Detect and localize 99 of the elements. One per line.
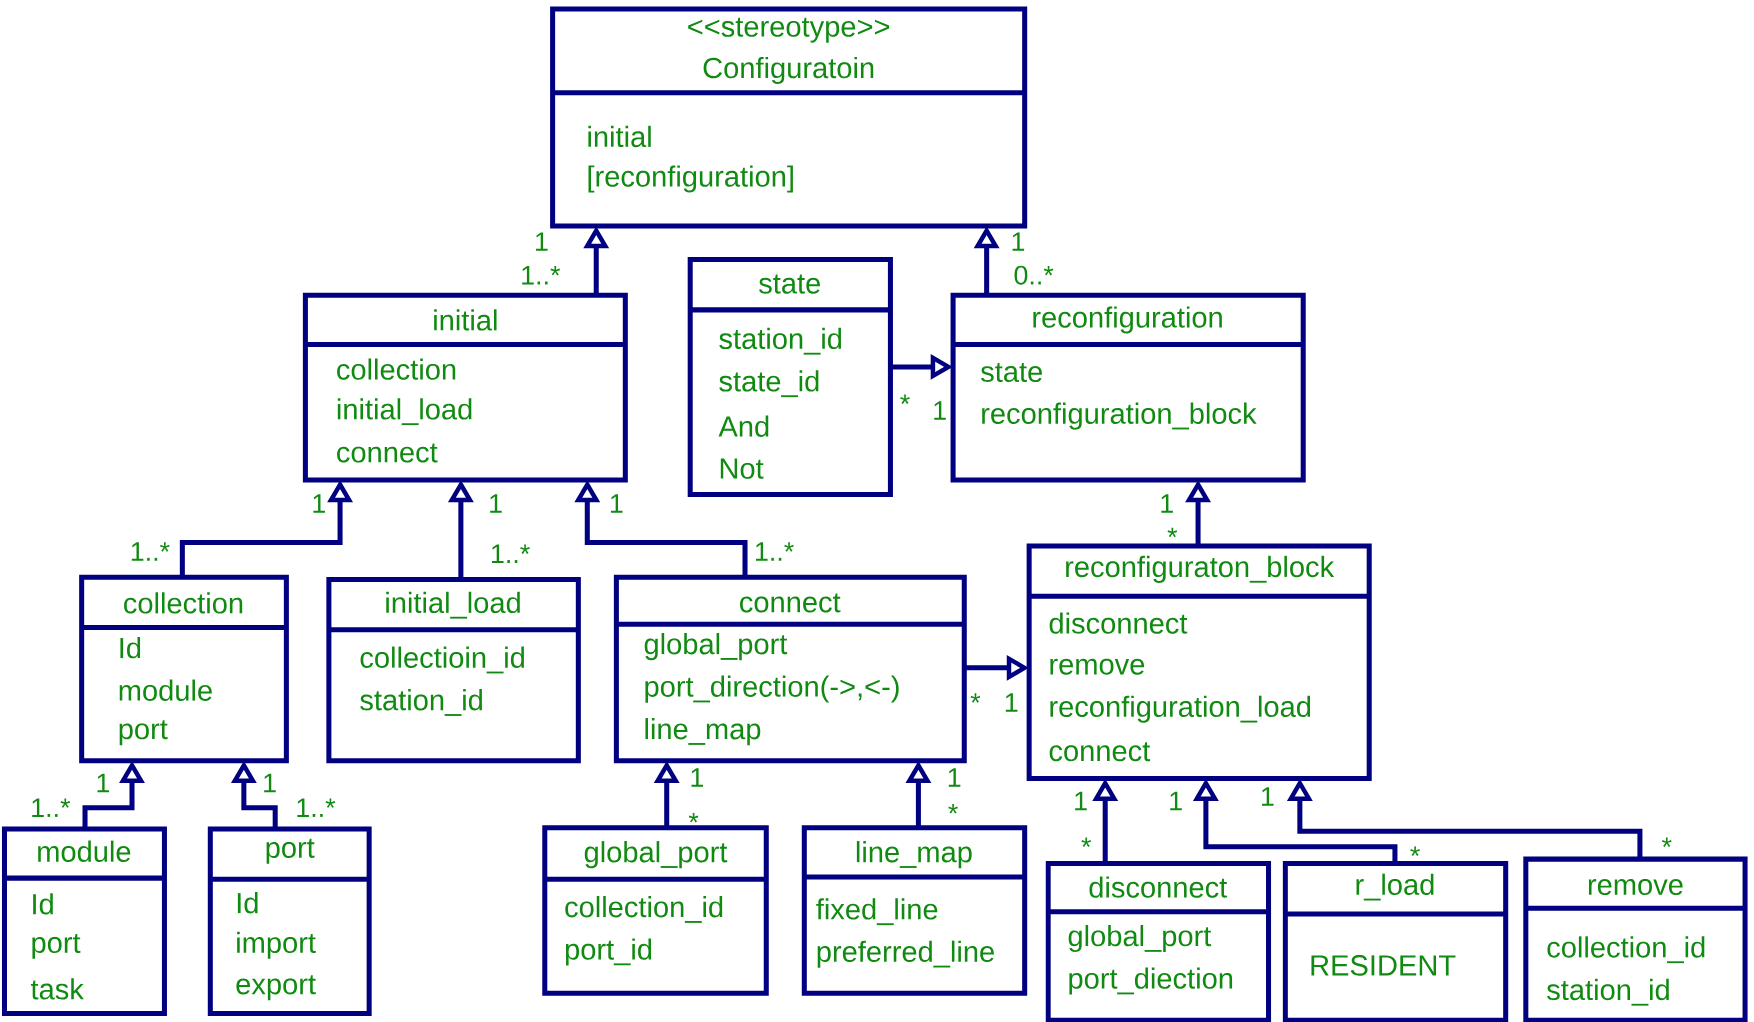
- multiplicity-label: 1: [1012, 232, 1025, 251]
- class-box: [542, 825, 769, 996]
- class-box: [613, 574, 967, 763]
- multiplicity-label: *: [1662, 837, 1672, 847]
- class-box: [801, 825, 1028, 996]
- attribute-text: station_id: [1547, 978, 1669, 1006]
- multiplicity-label: 1..*: [522, 265, 561, 285]
- class-box: [950, 292, 1306, 483]
- attribute-text: reconfiguration_load: [1050, 695, 1311, 723]
- class-name: r_load: [1356, 873, 1434, 901]
- attribute-text: Not: [720, 458, 764, 479]
- class-box: [687, 256, 893, 497]
- multiplicity-label: *: [900, 394, 910, 404]
- multiplicity-label: 1..*: [32, 798, 71, 817]
- attribute-text: port: [119, 720, 168, 745]
- attribute-text: initial: [588, 125, 651, 147]
- attribute-text: station_id: [719, 327, 842, 355]
- attribute-text: line_map: [645, 717, 761, 745]
- attribute-text: connect: [1049, 742, 1151, 762]
- multiplicity-label: *: [688, 812, 699, 823]
- class-box: [1523, 856, 1748, 1022]
- attribute-text: import: [237, 931, 316, 959]
- class-name: disconnect: [1089, 876, 1228, 898]
- attribute-text: Id: [120, 636, 141, 659]
- multiplicity-label: 1: [1262, 787, 1274, 806]
- multiplicity-label: 1..*: [131, 542, 170, 561]
- multiplicity-label: *: [1410, 846, 1420, 856]
- class-box: [302, 292, 628, 483]
- multiplicity-label: 1: [610, 493, 623, 513]
- class-name: module: [38, 840, 131, 862]
- class-name: port: [266, 838, 315, 864]
- class-box: [1282, 860, 1509, 1022]
- multiplicity-label: 1: [313, 493, 325, 513]
- multiplicity-label: *: [1167, 527, 1178, 537]
- attribute-text: reconfiguration_block: [982, 402, 1257, 430]
- class-box: [550, 6, 1028, 229]
- multiplicity-label: 1: [1075, 791, 1087, 810]
- class-name: reconfiguraton_block: [1066, 555, 1335, 583]
- attribute-text: task: [30, 978, 84, 1000]
- multiplicity-label: 1: [536, 232, 548, 251]
- attribute-text: module: [119, 679, 212, 701]
- attribute-text: state: [981, 362, 1042, 382]
- multiplicity-label: 1: [934, 401, 946, 420]
- attribute-text: collection_id: [565, 895, 723, 923]
- multiplicity-label: 1..*: [297, 798, 336, 817]
- class-name: remove: [1588, 878, 1683, 895]
- attribute-text: Id: [33, 893, 53, 915]
- attribute-text: station_id: [360, 688, 482, 716]
- multiplicity-label: 0..*: [1014, 265, 1054, 285]
- attribute-text: disconnect: [1049, 612, 1188, 634]
- attribute-text: [reconfiguration]: [588, 165, 793, 193]
- multiplicity-label: *: [1081, 837, 1091, 847]
- multiplicity-label: 1: [1170, 791, 1182, 810]
- attribute-text: port_diection: [1069, 967, 1233, 995]
- class-name: initial: [434, 309, 497, 331]
- attribute-text: connect: [337, 443, 438, 463]
- attribute-text: Id: [237, 891, 258, 914]
- multiplicity-label: 1: [490, 493, 502, 513]
- multiplicity-label: 1..*: [756, 542, 794, 561]
- multiplicity-label: 1: [264, 773, 276, 793]
- multiplicity-label: 1..*: [492, 544, 530, 563]
- multiplicity-label: 1: [948, 768, 961, 787]
- class-name: global_port: [584, 840, 728, 868]
- attribute-text: state_id: [719, 370, 819, 397]
- multiplicity-label: *: [948, 803, 958, 814]
- class-name: connect: [740, 593, 841, 613]
- multiplicity-label: 1: [97, 773, 110, 793]
- attribute-text: And: [718, 415, 769, 437]
- class-box: [1, 826, 167, 1016]
- attribute-text: fixed_line: [816, 898, 938, 925]
- class-box: [326, 576, 581, 763]
- class-name: collection: [124, 592, 243, 614]
- attribute-text: collection: [337, 358, 456, 380]
- attribute-text: initial_load: [337, 398, 472, 425]
- class-name: reconfiguration: [1033, 306, 1222, 334]
- attribute-text: remove: [1050, 658, 1145, 675]
- attribute-text: export: [236, 975, 316, 1000]
- attribute-text: port_id: [565, 938, 652, 966]
- class-box: [1045, 860, 1272, 1022]
- attribute-text: global_port: [1068, 924, 1212, 952]
- class-box: [1026, 543, 1372, 781]
- attribute-text: port: [32, 933, 81, 959]
- attribute-text: port_direction(->,<-): [645, 675, 899, 703]
- multiplicity-label: 1: [1161, 493, 1173, 513]
- class-name: state: [759, 274, 820, 294]
- multiplicity-label: 1: [1005, 693, 1018, 712]
- class-name: <<stereotype>>: [688, 17, 890, 43]
- class-name: line_map: [856, 840, 972, 868]
- multiplicity-label: *: [970, 693, 981, 703]
- attribute-text: global_port: [644, 632, 788, 660]
- multiplicity-label: 1: [691, 768, 704, 787]
- class-name: initial_load: [386, 591, 520, 619]
- class-box: [79, 574, 289, 763]
- class-name: Configuratoin: [703, 56, 874, 84]
- attribute-text: preferred_line: [817, 940, 994, 968]
- attribute-text: collectioin_id: [360, 646, 524, 674]
- attribute-text: collection_id: [1547, 936, 1705, 963]
- class-box: [207, 826, 372, 1016]
- attribute-text: RESIDENT: [1311, 954, 1456, 976]
